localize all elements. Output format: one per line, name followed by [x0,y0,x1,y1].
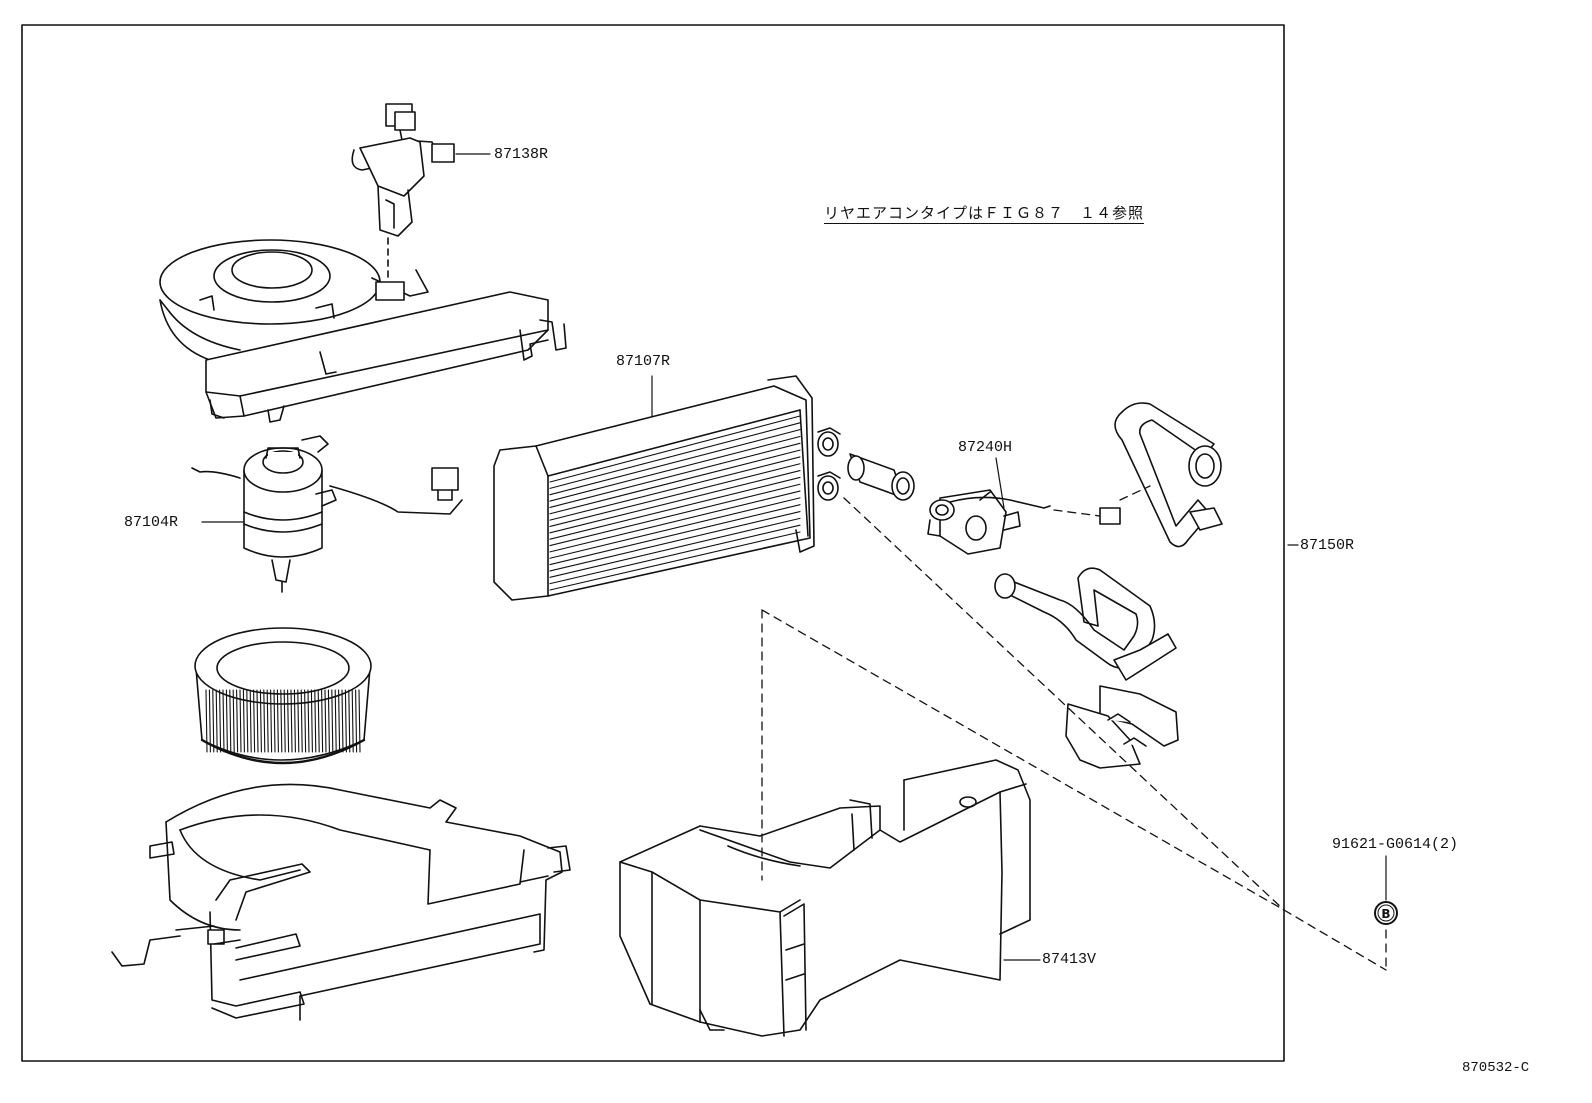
pipe-stub [847,453,915,501]
blower-fan [194,627,372,765]
heater-core [493,375,841,601]
part-label-91621: 91621-G0614(2) [1332,836,1459,853]
water-valve [927,489,1121,555]
blower-motor [191,435,463,593]
assembly-dash-lines [761,485,1387,971]
part-label-87240H: 87240H [958,439,1013,456]
heater-hose-lower [994,567,1177,681]
bolt-letter: B [1381,907,1390,921]
heater-duct [619,759,1031,1037]
part-label-87413V: 87413V [1042,951,1097,968]
leader-lines [201,153,1387,961]
lower-blower-housing [111,783,571,1021]
part-label-87138R: 87138R [494,146,549,163]
reference-note: リヤエアコンタイプはＦＩＧ８７ １４参照 [824,204,1145,222]
diagram-frame [21,24,1285,1062]
part-label-87104R: 87104R [124,514,179,531]
part-label-87107R: 87107R [616,353,671,370]
pipe-clamps [1065,685,1179,769]
figure-code: 870532-C [1462,1060,1530,1076]
heater-hose-upper [1114,402,1223,548]
blower-resistor [351,103,455,281]
upper-blower-case [159,239,567,423]
part-label-87150R: 87150R [1300,537,1355,554]
bolt-symbol: B [1374,901,1398,925]
